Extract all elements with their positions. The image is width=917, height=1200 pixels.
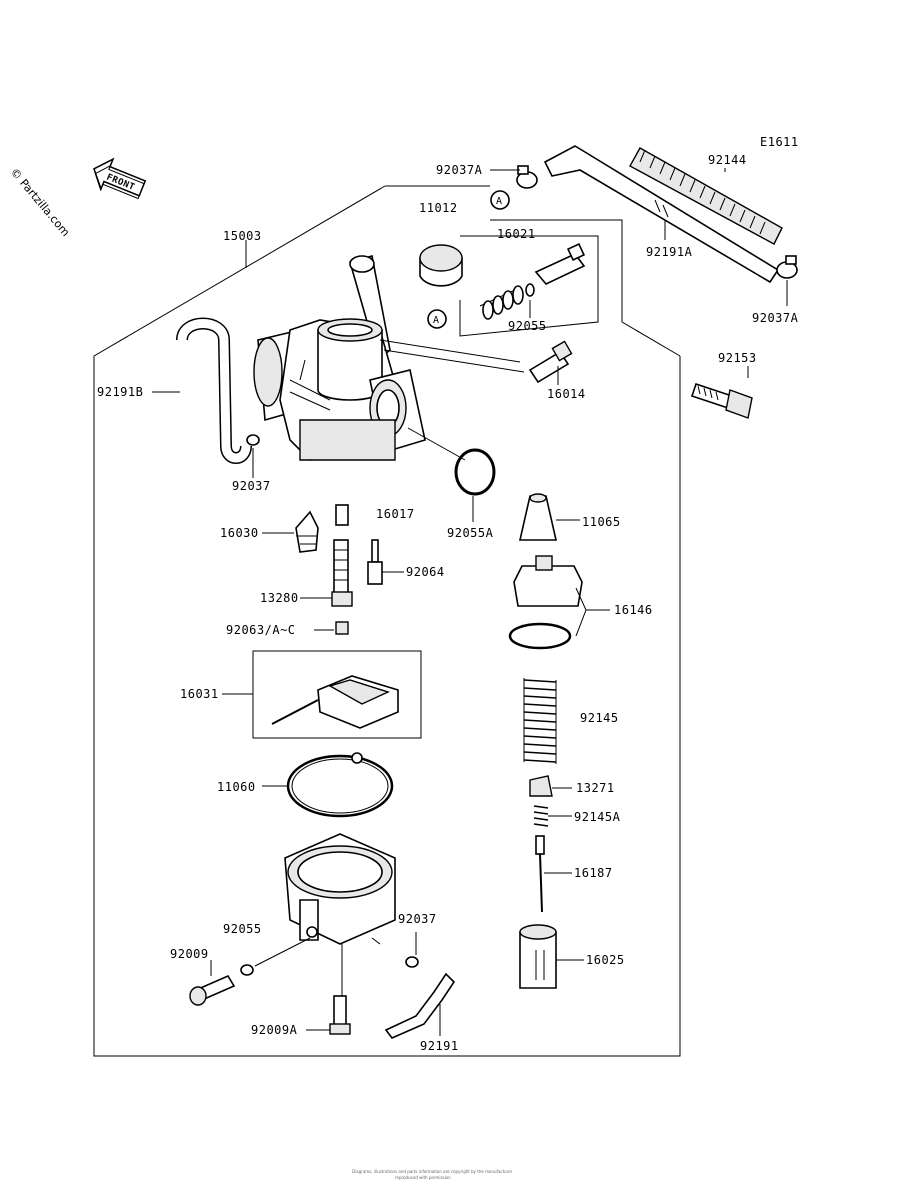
label-92191A: 92191A [646, 245, 693, 259]
label-92191B: 92191B [97, 385, 143, 399]
cap-11012 [419, 244, 463, 287]
assembly-frame [93, 185, 681, 1057]
pilot-screw-frame [459, 235, 599, 337]
jet-92064 [367, 539, 383, 585]
reference-a-top: A [490, 190, 510, 210]
label-16017: 16017 [376, 507, 415, 521]
needle-16187 [535, 835, 545, 913]
svg-text:A: A [496, 196, 503, 207]
label-16031: 16031 [180, 687, 219, 701]
label-92055A: 92055A [447, 526, 494, 540]
oring-92055A [454, 448, 496, 496]
clamp-92037A-right [776, 255, 798, 279]
hose-92191 [384, 972, 456, 1039]
diagram-code: E1611 [760, 135, 799, 149]
leader-lines [152, 168, 788, 1036]
label-15003: 15003 [223, 229, 262, 243]
label-92145: 92145 [580, 711, 619, 725]
label-11065: 11065 [582, 515, 621, 529]
screw-92009A [329, 995, 351, 1035]
spring-92145A [533, 805, 549, 827]
label-92009A: 92009A [251, 1023, 298, 1037]
label-92144: 92144 [708, 153, 747, 167]
label-92037A-top: 92037A [436, 163, 483, 177]
clamp-92037A-top [516, 165, 538, 189]
label-11060: 11060 [217, 780, 256, 794]
cap-11065 [518, 493, 558, 541]
clamp-92037-bottom [405, 956, 419, 968]
bolt-92153 [690, 382, 753, 419]
label-92064: 92064 [406, 565, 445, 579]
jet-92063 [335, 621, 349, 635]
footer-line-1: Diagrams, illustrations and parts inform… [352, 1169, 513, 1174]
gasket-11060 [286, 752, 394, 818]
label-16021: 16021 [497, 227, 536, 241]
float-16031 [252, 650, 422, 739]
label-16014: 16014 [547, 387, 586, 401]
hose-92191B [176, 317, 252, 464]
label-92145A: 92145A [574, 810, 621, 824]
label-92037-left: 92037 [232, 479, 271, 493]
label-92037A-right: 92037A [752, 311, 799, 325]
footer-line-2: reproduced with permission [395, 1175, 451, 1180]
carburetor-body-15003 [253, 255, 525, 461]
hose-92144 [629, 147, 783, 245]
label-16030: 16030 [220, 526, 259, 540]
holder-13271 [529, 775, 553, 797]
reference-a-body: A [427, 309, 447, 329]
screw-92009 [189, 974, 236, 1006]
label-13271: 13271 [576, 781, 615, 795]
label-92063: 92063/A~C [226, 623, 296, 637]
cover-frame [490, 219, 681, 357]
pilot-screw-16021 [479, 242, 586, 320]
float-bowl [284, 833, 396, 945]
label-11012: 11012 [419, 201, 458, 215]
label-92037-bottom: 92037 [398, 912, 437, 926]
label-92009: 92009 [170, 947, 209, 961]
label-92153: 92153 [718, 351, 757, 365]
front-arrow-icon: FRONT [93, 157, 147, 200]
label-16187: 16187 [574, 866, 613, 880]
svg-text:A: A [433, 315, 440, 326]
needle-jet-13280 [331, 539, 353, 607]
jet-16014 [528, 340, 573, 384]
spring-92145 [523, 678, 557, 764]
valve-16025 [519, 924, 557, 989]
watermark: © Partzilla.com [8, 166, 73, 239]
float-valve-16030 [295, 510, 319, 553]
label-92055-bottom: 92055 [223, 922, 262, 936]
label-16146: 16146 [614, 603, 653, 617]
label-92191: 92191 [420, 1039, 459, 1053]
clamp-92037-left [246, 434, 260, 446]
hose-92191A [543, 145, 780, 284]
top-16146 [508, 555, 583, 650]
seat-16017 [335, 504, 349, 526]
label-16025: 16025 [586, 953, 625, 967]
label-13280: 13280 [260, 591, 299, 605]
oring-92055-bottom [240, 964, 254, 976]
label-92055-top: 92055 [508, 319, 547, 333]
